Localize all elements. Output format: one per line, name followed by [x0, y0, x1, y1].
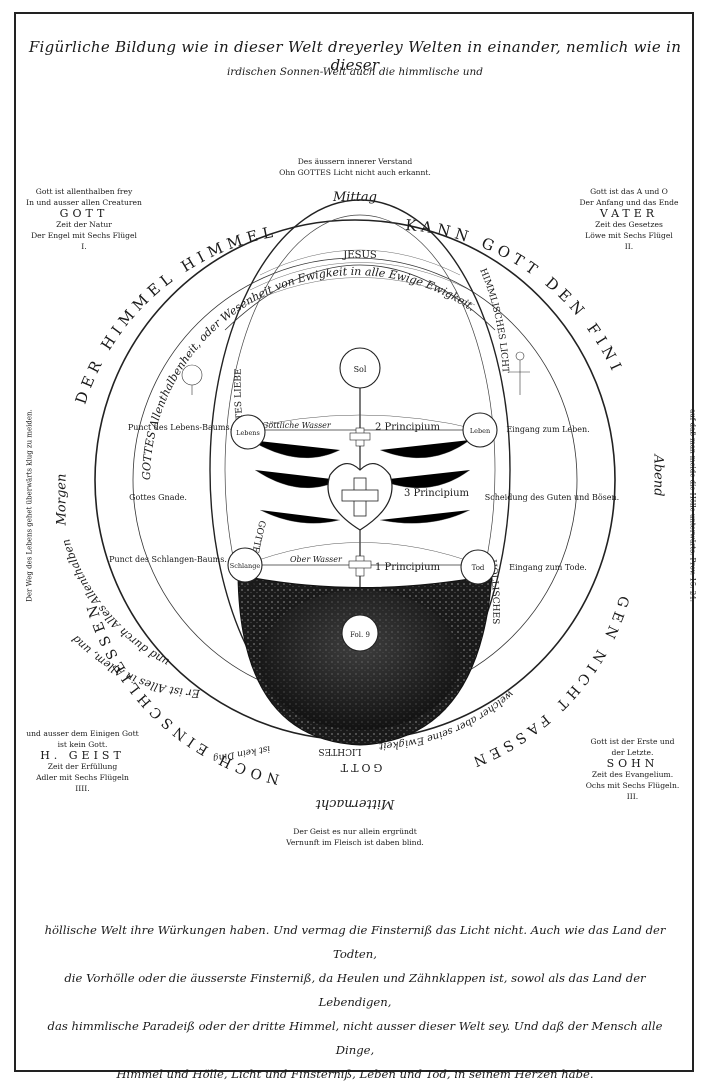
principium-2: 2 Principium: [375, 422, 441, 433]
eingang-leben-label: Eingang zum Leben.: [506, 425, 589, 434]
wasser-lower: Ober Wasser: [290, 555, 343, 564]
circle-left-bottom: Schlange: [228, 548, 262, 582]
punct-lebens-label: Punct des Lebens-Baums.: [128, 423, 232, 432]
jesus-label: JESUS: [342, 250, 377, 261]
svg-text:Schlange: Schlange: [230, 562, 261, 570]
svg-text:Tod: Tod: [472, 564, 485, 572]
svg-text:Sol: Sol: [354, 365, 367, 374]
lichtes-label: LICHTES: [318, 746, 361, 756]
circle-left-top: Lebens: [231, 415, 265, 449]
circle-right-top: Leben: [463, 413, 497, 447]
bottom-paragraph-line: Himmel und Hölle, Licht und Finsterniß, …: [28, 1062, 682, 1086]
eingang-tode-label: Eingang zum Tode.: [509, 563, 587, 572]
bottom-paragraph-line: die Vorhölle oder die äusserste Finstern…: [28, 966, 682, 1014]
scheidung-label: Scheidung des Guten und Bösen.: [485, 493, 619, 502]
bottom-paragraph-line: höllische Welt ihre Würkungen haben. Und…: [28, 918, 682, 966]
circle-bottom: Fol. 9: [342, 615, 378, 651]
principium-3: 3 Principium: [404, 488, 470, 499]
principium-1: 1 Principium: [375, 562, 441, 573]
lower-cross: [349, 556, 371, 576]
circle-top: Sol: [340, 348, 380, 388]
upper-cross: [350, 428, 370, 446]
bottom-paragraph: höllische Welt ihre Würkungen haben. Und…: [28, 918, 682, 1086]
wasser-upper: Göttliche Wasser: [262, 421, 332, 430]
figure-icon: [510, 352, 530, 395]
svg-text:Leben: Leben: [470, 427, 490, 435]
bottom-paragraph-line: das himmlische Paradeiß oder der dritte …: [28, 1014, 682, 1062]
punct-schlangen-label: Punct des Schlangen-Baums.: [109, 555, 227, 564]
himmlisches-licht-text: HIMMLISCHES LICHT: [477, 267, 510, 373]
gott-bottom-label: GOTT: [338, 761, 383, 774]
circle-right-bottom: Tod: [461, 550, 495, 584]
svg-text:Fol. 9: Fol. 9: [350, 631, 370, 639]
gottes-gnade-label: Gottes Gnade.: [129, 493, 187, 502]
svg-text:Lebens: Lebens: [236, 429, 260, 437]
